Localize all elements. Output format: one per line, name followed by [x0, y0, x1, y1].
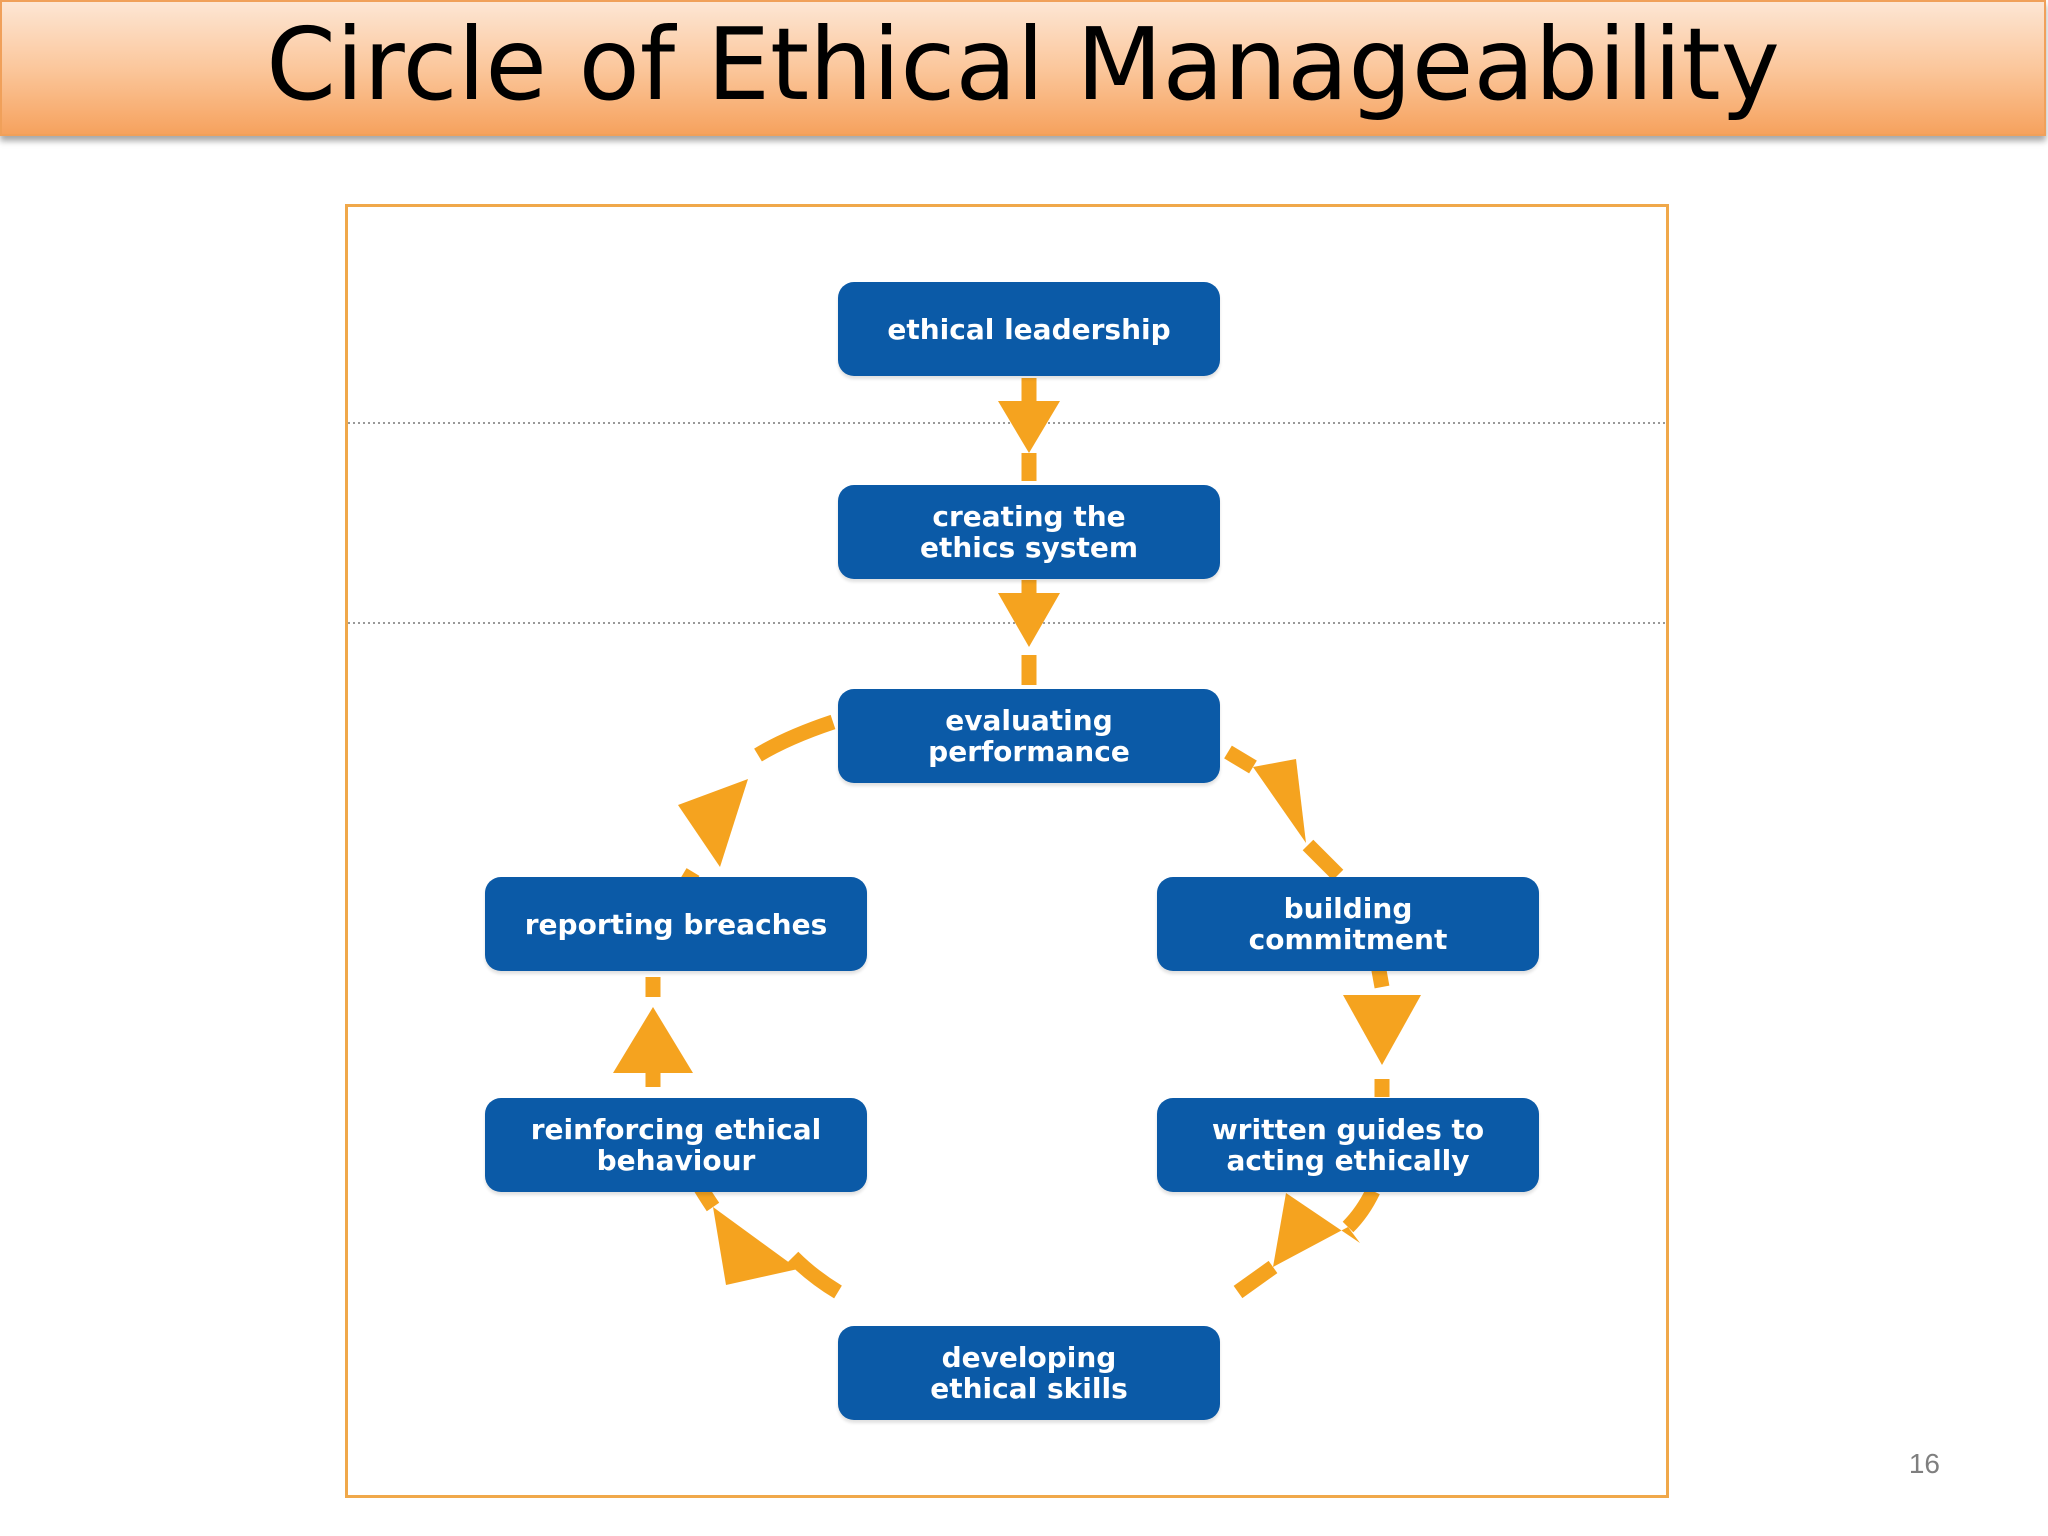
node-label: building commitment	[1248, 892, 1448, 956]
node-label: developing ethical skills	[930, 1341, 1128, 1405]
node-building-commitment: building commitment	[1157, 877, 1539, 971]
arrow-up-left	[613, 1007, 693, 1073]
node-evaluating-performance: evaluating performance	[838, 689, 1220, 783]
node-ethical-leadership: ethical leadership	[838, 282, 1220, 376]
diagram-canvas	[348, 378, 1666, 1299]
node-label: ethical leadership	[887, 312, 1171, 346]
title-bar: Circle of Ethical Manageability	[0, 0, 2046, 136]
diagram-frame: ethical leadership creating the ethics s…	[345, 204, 1669, 1498]
slide-title: Circle of Ethical Manageability	[266, 6, 1780, 123]
node-developing-ethical-skills: developing ethical skills	[838, 1326, 1220, 1420]
arrow-down-1	[998, 401, 1060, 453]
arrow-diag-top-left	[678, 779, 748, 867]
node-label: reinforcing ethical behaviour	[530, 1113, 822, 1177]
node-label: reporting breaches	[524, 907, 828, 941]
arrow-down-right	[1343, 995, 1421, 1065]
node-reinforcing-ethical-behaviour: reinforcing ethical behaviour	[485, 1098, 867, 1192]
arrow-diag-top-right	[1253, 759, 1306, 843]
node-label: creating the ethics system	[919, 500, 1139, 564]
arrow-diag-bottom-right	[1273, 1193, 1360, 1267]
node-label: evaluating performance	[928, 704, 1130, 768]
node-written-guides: written guides to acting ethically	[1157, 1098, 1539, 1192]
page-number: 16	[1908, 1448, 1940, 1479]
node-label: written guides to acting ethically	[1211, 1113, 1485, 1177]
arrow-diag-bottom-left	[713, 1207, 798, 1285]
node-creating-ethics-system: creating the ethics system	[838, 485, 1220, 579]
node-reporting-breaches: reporting breaches	[485, 877, 867, 971]
arrow-down-2	[998, 593, 1060, 647]
arrow-heads	[613, 401, 1421, 1285]
connector-lines	[645, 378, 1390, 1299]
